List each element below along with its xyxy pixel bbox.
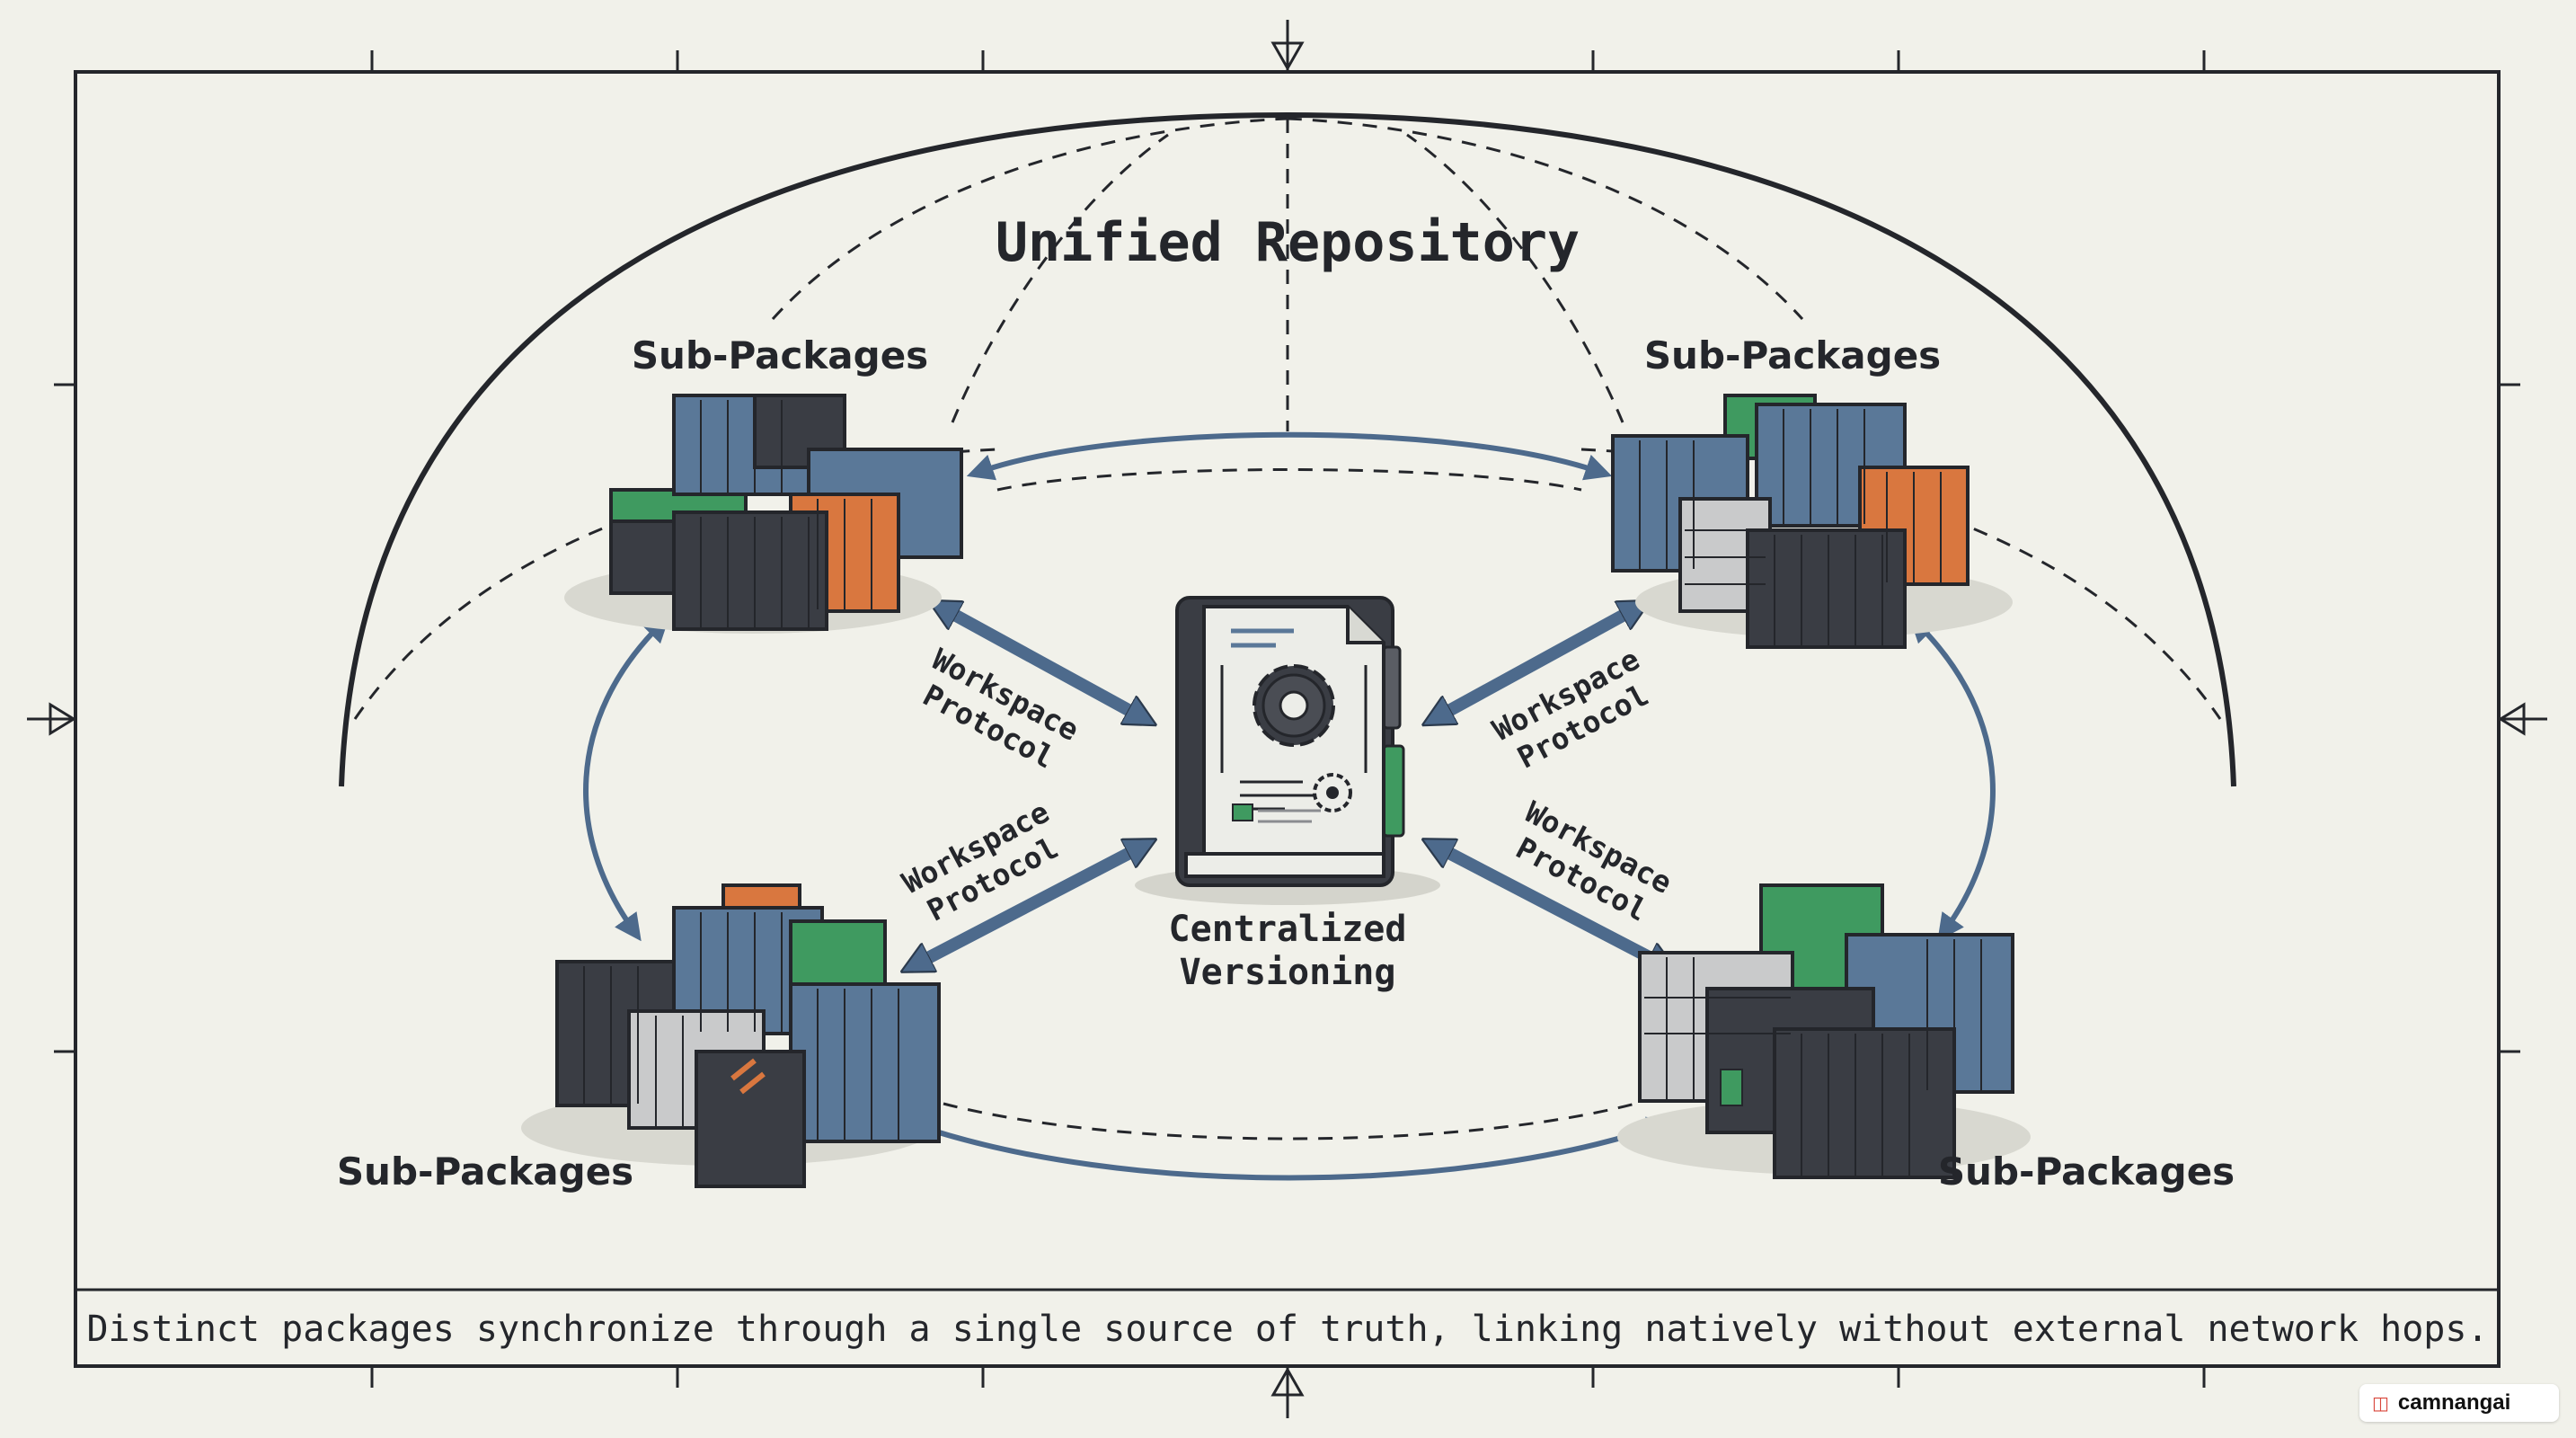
watermark-label: camnangai bbox=[2397, 1390, 2511, 1415]
diagram-title: Unified Repository bbox=[996, 211, 1580, 274]
container-cluster-bottom-left bbox=[521, 883, 941, 1188]
sync-arrows bbox=[583, 431, 1996, 1181]
sync-arrow-bottom bbox=[903, 1116, 1676, 1181]
group-label-top-left: Sub-Packages bbox=[632, 333, 928, 377]
protocol-arrow-tl bbox=[948, 611, 1137, 715]
protocol-label-bl: Workspace Protocol bbox=[897, 794, 1064, 928]
protocol-arrow-tr bbox=[1442, 611, 1631, 715]
gear-icon bbox=[1253, 664, 1335, 747]
protocol-arrow-bl bbox=[921, 849, 1137, 962]
sync-arrow-top bbox=[966, 431, 1613, 481]
small-gear-icon bbox=[1313, 773, 1352, 812]
protocol-label-tl: Workspace Protocol bbox=[917, 642, 1084, 776]
protocol-label-br: Workspace Protocol bbox=[1510, 794, 1677, 928]
group-label-bottom-left: Sub-Packages bbox=[337, 1150, 633, 1194]
sync-arrow-right bbox=[1908, 615, 1996, 942]
versioning-document-icon bbox=[1135, 596, 1440, 905]
protocol-arrow-br bbox=[1442, 849, 1658, 962]
container-cluster-top-left bbox=[564, 394, 963, 634]
center-label-line1: Centralized bbox=[1169, 909, 1407, 950]
book-icon: ◫ bbox=[2372, 1393, 2389, 1414]
container-cluster-top-right bbox=[1611, 394, 2013, 649]
container-cluster-bottom-right bbox=[1617, 883, 2031, 1179]
watermark-badge: ◫ camnangai bbox=[2359, 1384, 2559, 1422]
center-label-line2: Versioning bbox=[1180, 952, 1396, 993]
registration-marks bbox=[27, 20, 2547, 1418]
sync-arrow-left bbox=[583, 615, 670, 942]
diagram-caption: Distinct packages synchronize through a … bbox=[86, 1309, 2488, 1350]
group-label-bottom-right: Sub-Packages bbox=[1938, 1150, 2235, 1194]
protocol-label-tr: Workspace Protocol bbox=[1487, 642, 1654, 776]
group-label-top-right: Sub-Packages bbox=[1644, 333, 1941, 377]
protocol-arrows bbox=[921, 611, 1658, 962]
